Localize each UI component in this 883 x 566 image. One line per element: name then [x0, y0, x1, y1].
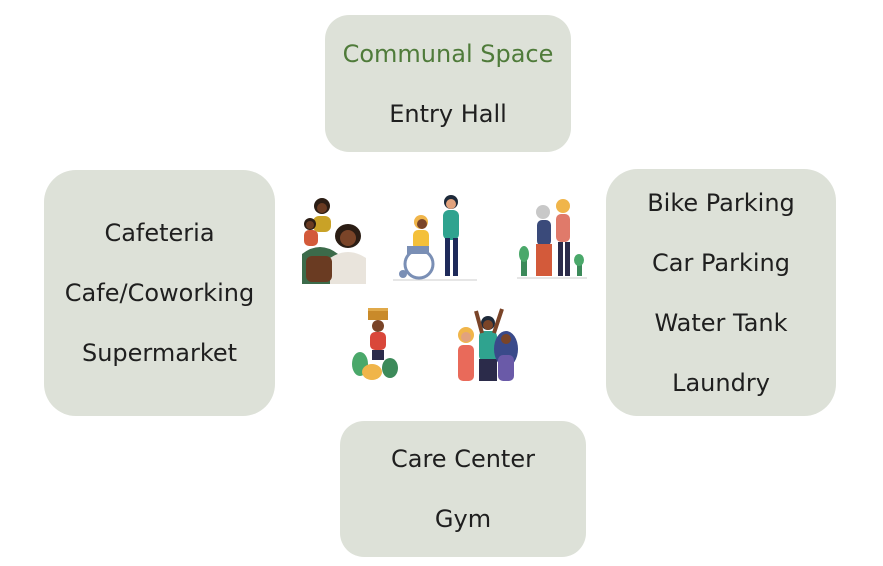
child-with-box-illustration-icon — [352, 308, 398, 380]
supermarket-label: Supermarket — [81, 339, 238, 367]
water-tank-label: Water Tank — [654, 308, 788, 337]
laundry-label: Laundry — [672, 368, 770, 397]
car-parking-label: Car Parking — [652, 248, 790, 277]
elderly-couple-walking-illustration-icon — [517, 199, 587, 279]
care-center-label: Care Center — [391, 445, 535, 473]
cafeteria-label: Cafeteria — [104, 219, 215, 247]
wellness-box: Care Center Gym — [340, 421, 586, 557]
entry-hall-label: Entry Hall — [389, 99, 507, 128]
utilities-box: Bike Parking Car Parking Water Tank Laun… — [606, 169, 836, 416]
food-services-box: Cafeteria Cafe/Coworking Supermarket — [44, 170, 275, 416]
communal-space-heading: Communal Space — [342, 39, 554, 68]
cafe-coworking-label: Cafe/Coworking — [64, 279, 255, 307]
communal-space-box: Communal Space Entry Hall — [325, 15, 571, 152]
gym-label: Gym — [434, 505, 492, 533]
friends-cheering-illustration-icon — [458, 308, 518, 381]
bike-parking-label: Bike Parking — [647, 188, 795, 217]
wheelchair-caregiver-illustration-icon — [393, 195, 477, 281]
family-illustration-icon — [302, 198, 366, 284]
